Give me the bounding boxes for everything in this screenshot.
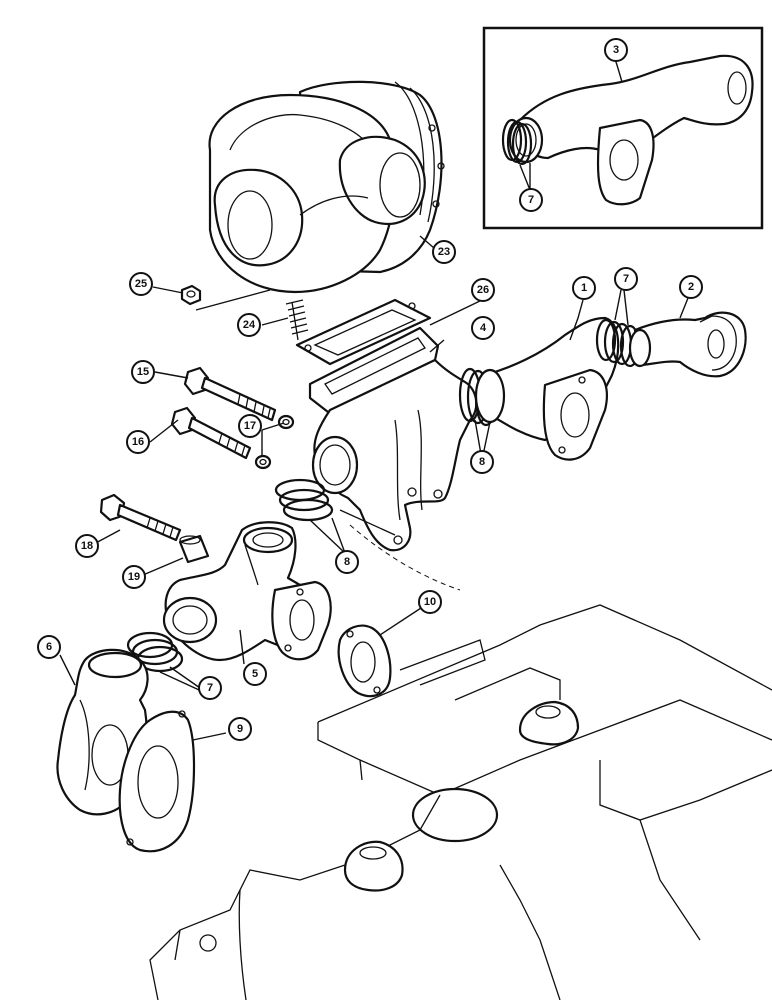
callout-8-right: 8 xyxy=(470,450,494,474)
callout-2: 2 xyxy=(679,275,703,299)
seal-rings-right xyxy=(595,318,641,368)
gasket-front xyxy=(337,624,392,698)
callout-25: 25 xyxy=(129,272,153,296)
svg-text:9: 9 xyxy=(237,723,243,735)
svg-text:2: 2 xyxy=(688,281,694,293)
exhaust-manifold-front xyxy=(162,521,332,662)
svg-text:15: 15 xyxy=(137,366,149,378)
seal-rings-center-left xyxy=(274,478,334,522)
svg-text:7: 7 xyxy=(207,682,213,694)
svg-text:18: 18 xyxy=(81,540,93,552)
svg-text:3: 3 xyxy=(613,44,619,56)
callout-7-inset: 7 xyxy=(519,188,543,212)
svg-text:23: 23 xyxy=(438,246,450,258)
nut xyxy=(180,284,202,306)
callout-26: 26 xyxy=(471,278,495,302)
svg-text:25: 25 xyxy=(135,278,147,290)
svg-text:7: 7 xyxy=(623,273,629,285)
seal-rings-left xyxy=(126,631,184,673)
bolt-upper xyxy=(183,366,277,422)
svg-text:5: 5 xyxy=(252,668,258,680)
svg-text:7: 7 xyxy=(528,194,534,206)
gasket-left xyxy=(118,710,196,853)
inset-elbow-pipe xyxy=(508,54,754,206)
callout-3: 3 xyxy=(604,38,628,62)
inset-detail-box xyxy=(482,26,764,230)
gasket-turbo xyxy=(295,298,432,366)
callout-9: 9 xyxy=(228,717,252,741)
svg-text:10: 10 xyxy=(424,596,436,608)
callout-24: 24 xyxy=(237,313,261,337)
leader-lines xyxy=(59,235,689,741)
callout-23: 23 xyxy=(432,240,456,264)
svg-text:19: 19 xyxy=(128,571,140,583)
bolt-lower xyxy=(170,406,252,460)
engine-cylinder-head xyxy=(149,524,772,1000)
bolt-long xyxy=(99,493,182,542)
callout-1: 1 xyxy=(572,276,596,300)
svg-text:17: 17 xyxy=(244,420,256,432)
stud xyxy=(285,299,309,341)
callout-16: 16 xyxy=(126,430,150,454)
washer-upper xyxy=(277,414,295,430)
callout-8-left: 8 xyxy=(335,550,359,574)
callout-5: 5 xyxy=(243,662,267,686)
svg-text:26: 26 xyxy=(477,284,489,296)
callout-6: 6 xyxy=(37,635,61,659)
exhaust-manifold-right xyxy=(474,316,620,461)
callout-7-right: 7 xyxy=(614,267,638,291)
callout-4: 4 xyxy=(471,316,495,340)
exhaust-elbow-right xyxy=(628,311,747,378)
turbocharger xyxy=(208,80,445,294)
callout-18: 18 xyxy=(75,534,99,558)
svg-text:1: 1 xyxy=(581,282,587,294)
svg-text:24: 24 xyxy=(243,319,256,331)
exhaust-manifold-center xyxy=(308,326,478,552)
callout-7-left: 7 xyxy=(198,676,222,700)
svg-text:4: 4 xyxy=(480,322,487,334)
callout-19: 19 xyxy=(122,565,146,589)
svg-text:16: 16 xyxy=(132,436,144,448)
svg-text:6: 6 xyxy=(46,641,52,653)
callout-15: 15 xyxy=(131,360,155,384)
inset-seal-rings xyxy=(501,118,533,166)
svg-text:8: 8 xyxy=(479,456,485,468)
svg-text:8: 8 xyxy=(344,556,350,568)
washer-lower xyxy=(254,454,272,470)
callout-17: 17 xyxy=(238,414,262,438)
spacer xyxy=(178,534,210,564)
callout-10: 10 xyxy=(418,590,442,614)
